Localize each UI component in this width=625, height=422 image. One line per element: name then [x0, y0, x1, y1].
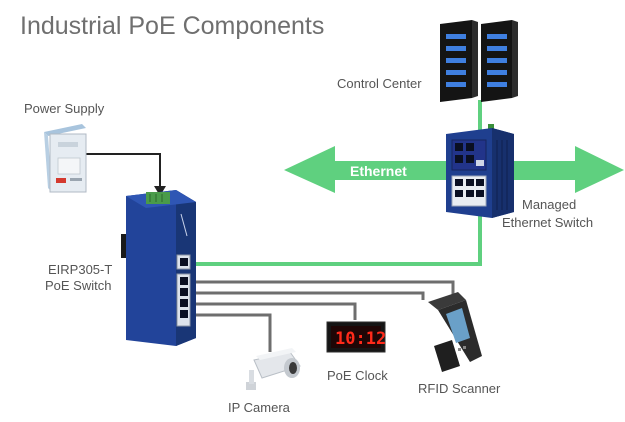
ethernet-label: Ethernet: [350, 163, 407, 179]
cable-to-rfid-2: [190, 291, 425, 300]
managed-switch-label-line2: Ethernet Switch: [502, 215, 593, 230]
server-rack-icon: [440, 20, 518, 102]
cables: [86, 100, 482, 352]
cable-power: [86, 153, 161, 190]
control-center-label: Control Center: [337, 76, 422, 91]
power-arrowhead: [154, 186, 166, 196]
eirp-label-line1: EIRP305-T: [48, 262, 112, 277]
eirp-label-line2: PoE Switch: [45, 278, 111, 293]
server-left: [440, 20, 478, 102]
cable-to-clock: [190, 302, 357, 320]
diagram-title: Industrial PoE Components: [20, 12, 324, 40]
ip-camera-icon: [246, 348, 301, 390]
cable-switch-to-eirp: [190, 214, 482, 266]
managed-switch-label-line1: Managed: [522, 197, 576, 212]
poe-clock-label: PoE Clock: [327, 368, 388, 383]
clock-display: 10:12: [335, 329, 386, 349]
cable-to-rfid: [190, 280, 455, 296]
din-rail-power-supply-icon: [44, 124, 87, 193]
power-terminal-block: [146, 192, 170, 204]
ip-camera-label: IP Camera: [228, 400, 291, 415]
rfid-scanner-label: RFID Scanner: [418, 381, 501, 396]
power-supply-label: Power Supply: [24, 101, 105, 116]
digital-clock-icon: 10:12: [326, 321, 386, 353]
poe-switch-icon: [121, 190, 196, 346]
managed-switch-icon: [446, 124, 514, 218]
cable-to-camera: [190, 313, 272, 352]
server-right: [481, 20, 518, 102]
rfid-scanner-icon: [428, 292, 482, 372]
